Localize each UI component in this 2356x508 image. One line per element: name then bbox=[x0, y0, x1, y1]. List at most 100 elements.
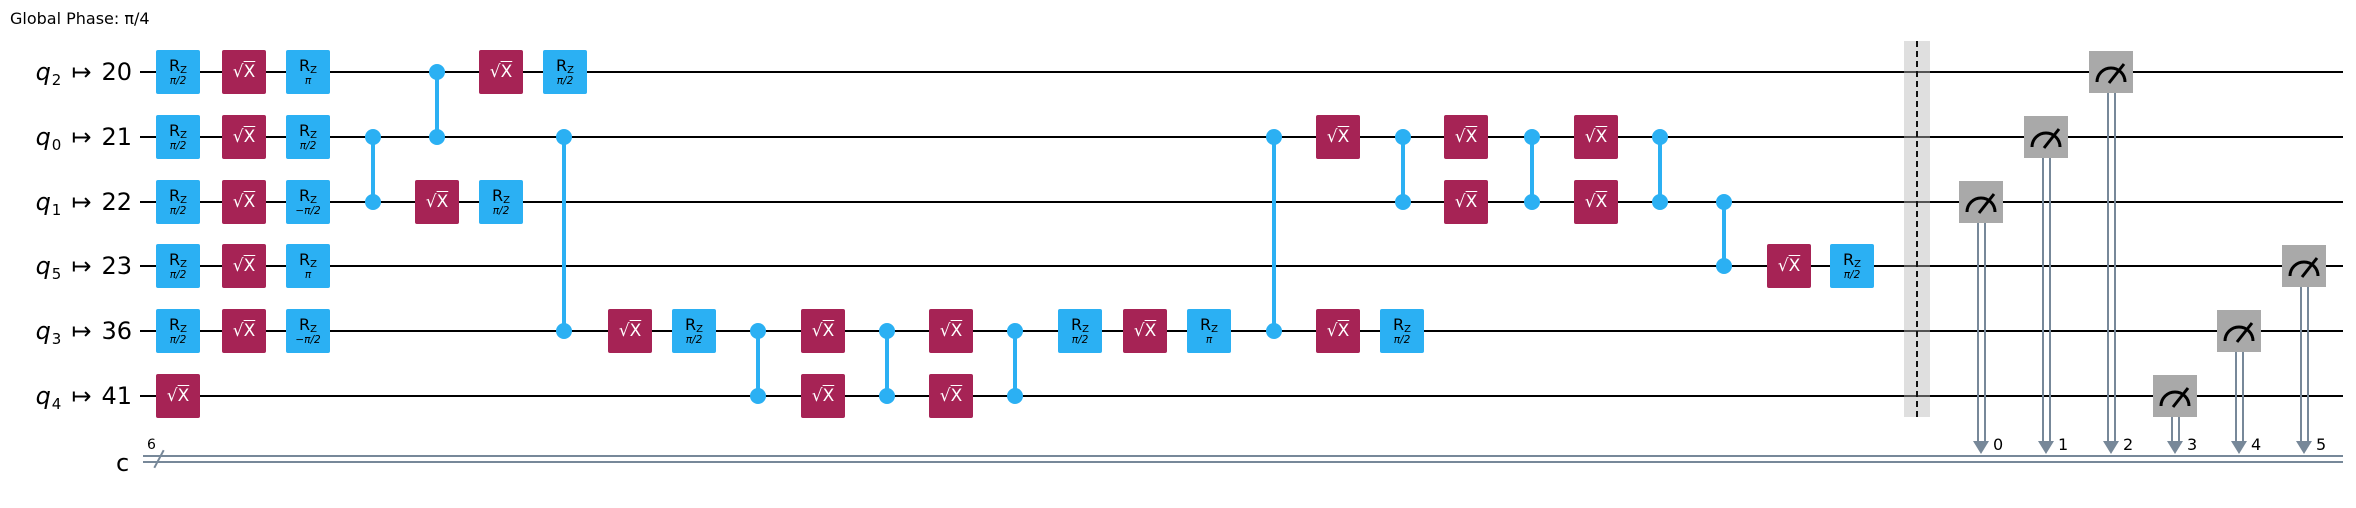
qubit-wire-q1 bbox=[140, 201, 2343, 203]
rz-letter: R bbox=[169, 120, 181, 140]
qubit-wire-q4 bbox=[140, 395, 2343, 397]
qubit-wire-q3 bbox=[140, 330, 2343, 332]
rz-subscript: Z bbox=[180, 194, 187, 206]
sx-letter: X bbox=[1337, 126, 1350, 147]
rz-letter: R bbox=[1393, 314, 1405, 334]
rz-angle: −π/2 bbox=[295, 204, 321, 217]
measure-wire bbox=[1977, 223, 1986, 441]
rz-subscript: Z bbox=[180, 258, 187, 270]
sx-letter: X bbox=[1337, 320, 1350, 341]
rz-subscript: Z bbox=[696, 323, 703, 335]
qubit-wire-q2 bbox=[140, 71, 2343, 73]
measure-gate bbox=[1959, 181, 2003, 223]
sx-gate-label: √X bbox=[1454, 191, 1478, 212]
qubit-index: 3 bbox=[51, 330, 62, 348]
measure-wire bbox=[2300, 287, 2309, 441]
physical-qubit-number: 23 bbox=[101, 252, 132, 280]
measure-icon bbox=[2030, 128, 2062, 149]
radical-symbol: √ bbox=[939, 320, 951, 341]
cz-control-dot bbox=[750, 323, 766, 339]
rz-subscript: Z bbox=[310, 323, 317, 335]
measure-arrowhead bbox=[1973, 441, 1989, 454]
cz-control-dot bbox=[1007, 388, 1023, 404]
rz-letter: R bbox=[1200, 314, 1212, 334]
measure-bit-label: 5 bbox=[2316, 437, 2326, 453]
cz-control-dot bbox=[879, 323, 895, 339]
cz-connector bbox=[1401, 137, 1405, 202]
radical-symbol: √ bbox=[1454, 191, 1466, 212]
sx-gate: √X bbox=[156, 374, 200, 418]
rz-subscript: Z bbox=[567, 64, 574, 76]
sx-letter: X bbox=[243, 320, 256, 341]
cz-control-dot bbox=[556, 323, 572, 339]
cz-control-dot bbox=[1007, 323, 1023, 339]
rz-subscript: Z bbox=[310, 258, 317, 270]
qubit-index: 2 bbox=[51, 71, 62, 89]
measure-arrowhead bbox=[2167, 441, 2183, 454]
sx-gate-label: √X bbox=[1327, 320, 1350, 341]
sx-letter: X bbox=[177, 385, 190, 406]
global-phase-label: Global Phase: π/4 bbox=[10, 9, 150, 28]
sx-gate: √X bbox=[479, 50, 523, 94]
sx-gate-label: √X bbox=[1327, 126, 1350, 147]
qubit-index: 0 bbox=[51, 136, 62, 154]
rz-letter: R bbox=[1071, 314, 1083, 334]
classical-bit-number: 4 bbox=[2251, 435, 2262, 454]
rz-letter: R bbox=[685, 314, 697, 334]
radical-symbol: √ bbox=[618, 320, 630, 341]
sx-gate-label: √X bbox=[811, 385, 835, 406]
radical-symbol: √ bbox=[811, 385, 823, 406]
radical-symbol: √ bbox=[1777, 255, 1789, 276]
measure-icon bbox=[2288, 257, 2320, 278]
qubit-wire-q0 bbox=[140, 136, 2343, 138]
classical-width-label: 6 bbox=[147, 438, 156, 452]
cz-control-dot bbox=[1716, 194, 1732, 210]
sx-gate: √X bbox=[608, 309, 652, 353]
rz-letter: R bbox=[299, 185, 311, 205]
measure-wire bbox=[2235, 352, 2244, 441]
measure-arrowhead bbox=[2038, 441, 2054, 454]
rz-angle: π/2 bbox=[1843, 268, 1861, 281]
cz-connector bbox=[435, 72, 439, 137]
cz-control-dot bbox=[1266, 323, 1282, 339]
rz-angle: −π/2 bbox=[295, 333, 321, 346]
rz-subscript: Z bbox=[310, 194, 317, 206]
radical-symbol: √ bbox=[232, 320, 244, 341]
sx-gate-label: √X bbox=[1777, 255, 1801, 276]
cz-connector bbox=[1722, 202, 1726, 266]
radical-symbol: √ bbox=[1584, 126, 1596, 147]
measure-icon bbox=[2223, 322, 2255, 343]
rz-subscript: Z bbox=[1854, 258, 1861, 270]
radical-symbol: √ bbox=[232, 191, 244, 212]
sx-letter: X bbox=[1465, 126, 1478, 147]
rz-angle: π/2 bbox=[492, 204, 510, 217]
measure-wire bbox=[2107, 93, 2116, 441]
cz-control-dot bbox=[556, 129, 572, 145]
cz-control-dot bbox=[1524, 129, 1540, 145]
sx-gate: √X bbox=[1574, 115, 1618, 159]
measure-arrowhead bbox=[2103, 441, 2119, 454]
radical-symbol: √ bbox=[232, 126, 244, 147]
cz-connector bbox=[1272, 137, 1276, 331]
physical-qubit-number: 21 bbox=[101, 123, 132, 151]
mapsto-symbol: ↦ bbox=[71, 317, 92, 345]
cz-connector bbox=[756, 331, 760, 396]
sx-gate-label: √X bbox=[490, 63, 513, 81]
rz-letter: R bbox=[169, 314, 181, 334]
qubit-index: 5 bbox=[51, 265, 62, 283]
cz-connector bbox=[1658, 137, 1662, 202]
cz-control-dot bbox=[1716, 258, 1732, 274]
measure-gate bbox=[2282, 245, 2326, 287]
